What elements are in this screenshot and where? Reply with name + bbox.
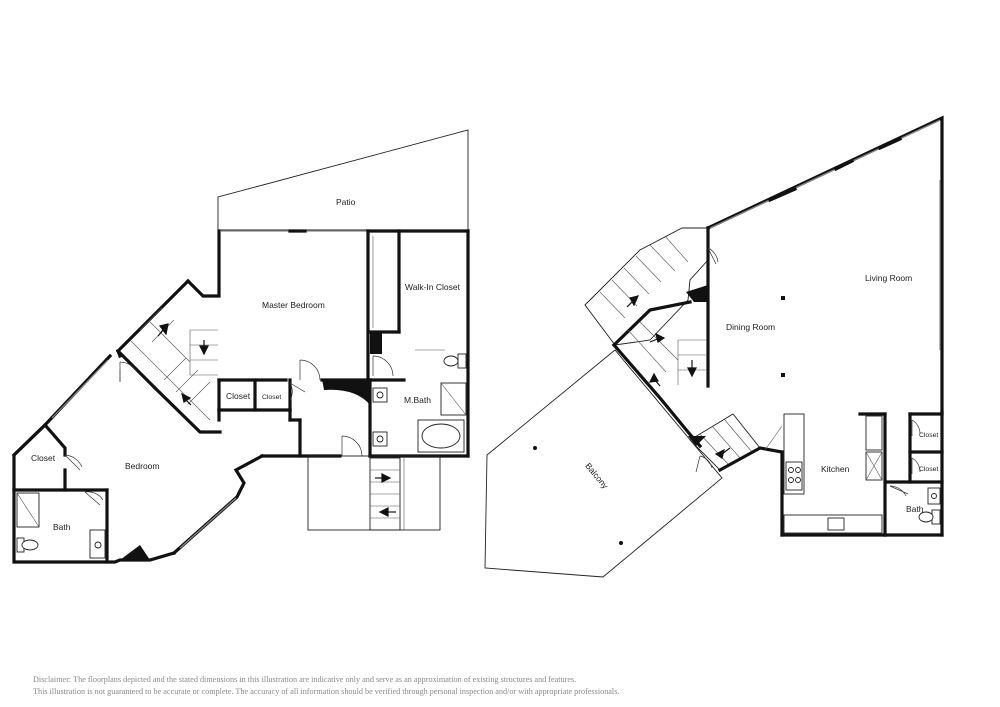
- door-bedroom-wing: [119, 361, 138, 382]
- door-master: [299, 359, 321, 381]
- disclaimer-line-1: Disclaimer: The floorplans depicted and …: [33, 675, 577, 684]
- closet-label-1: Closet: [226, 391, 251, 401]
- patio-label: Patio: [336, 197, 356, 207]
- dining-room-label: Dining Room: [726, 322, 775, 332]
- bedroom-corner-column: [120, 545, 150, 560]
- stove: [785, 461, 803, 491]
- kitchen-wall: [717, 446, 784, 473]
- toilet-master: [457, 353, 467, 369]
- bath-left-label: Bath: [53, 522, 71, 532]
- bedroom-wing-wall: [115, 278, 191, 391]
- door-bath-right: [889, 485, 909, 497]
- door-bath: [372, 355, 394, 377]
- column-1: [781, 296, 785, 300]
- door-closet-small: [289, 382, 306, 401]
- bath-right-label: Bath: [906, 504, 924, 514]
- bedroom-window-1: [51, 359, 109, 419]
- door-bath-left: [84, 491, 104, 506]
- kitchen-stairs: [689, 413, 761, 471]
- walk-in-closet-label: Walk-In Closet: [405, 282, 461, 292]
- kitchen-label: Kitchen: [821, 464, 850, 474]
- stair-column: [686, 285, 708, 302]
- closet-bedroom-wall: [11, 422, 67, 458]
- kitchen-stair-column: [688, 436, 706, 446]
- main-stairs: [584, 227, 709, 346]
- closet-column: [370, 332, 382, 354]
- disclaimer-line-2: This illustration is not guaranteed to b…: [33, 687, 620, 696]
- closet-label-2: Closet: [262, 394, 281, 401]
- door-closet-r2: [911, 457, 921, 474]
- door-stair: [695, 455, 713, 473]
- balcony-label: Balcony: [583, 461, 611, 491]
- kitchen-sink: [827, 517, 845, 531]
- bedroom-label: Bedroom: [125, 461, 160, 471]
- door-closet-bedroom: [64, 454, 83, 471]
- closet-r1-label: Closet: [919, 432, 938, 439]
- living-room-label: Living Room: [865, 273, 912, 283]
- closet-bedroom-label: Closet: [31, 453, 56, 463]
- stair-arrow-up-2: [181, 392, 192, 403]
- m-bath-label: M.Bath: [404, 395, 431, 405]
- bedroom-window-2: [179, 497, 237, 549]
- closet-r2-label: Closet: [919, 466, 938, 473]
- stair-arrow-up-r3: [648, 372, 659, 383]
- door-closet-r1: [911, 419, 921, 436]
- balcony-area: [484, 349, 723, 578]
- main-house-wall: [705, 115, 944, 414]
- column-2: [781, 373, 785, 377]
- master-bath-partition: [322, 379, 370, 405]
- stair-arrow-up-r1: [629, 295, 640, 307]
- door-living: [707, 247, 719, 265]
- master-bedroom-label: Master Bedroom: [262, 300, 325, 310]
- left-floor: Patio Master Bedroom Walk-In Closet Clos…: [11, 129, 470, 564]
- living-window-1: [709, 119, 941, 229]
- door-entry: [341, 435, 363, 457]
- master-wall: [185, 229, 221, 298]
- patio-area: [217, 129, 469, 231]
- right-floor: Balcony Dining Room Living Room Kitchen …: [484, 115, 944, 578]
